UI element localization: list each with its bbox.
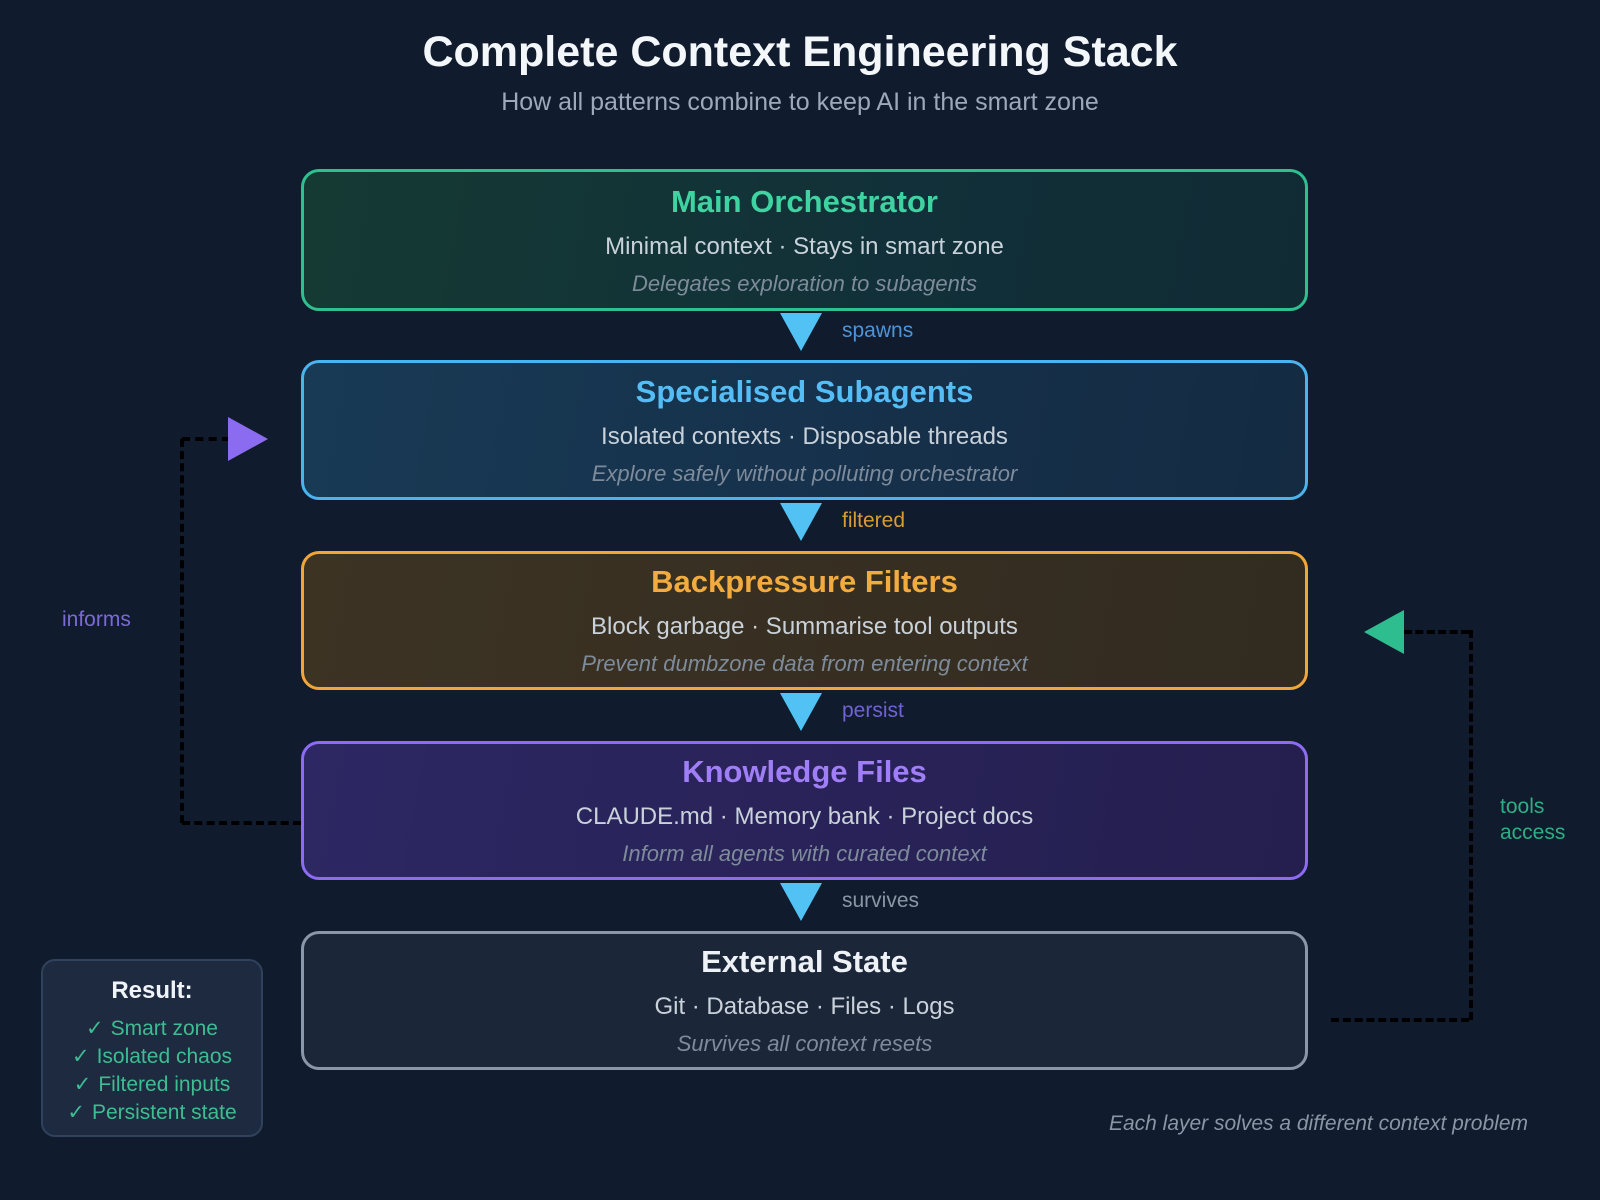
tools-access-connector-line [1331,1018,1469,1022]
down-arrow-icon [780,693,822,731]
layer-title: Specialised Subagents [635,373,974,409]
result-item-label: Isolated chaos [96,1045,233,1068]
check-icon: ✓ [73,1073,92,1096]
informs-connector-line [182,437,230,441]
layer-detail: Survives all context resets [676,1031,933,1056]
layer-detail: Prevent dumbzone data from entering cont… [581,651,1028,676]
down-arrow-icon [780,883,822,921]
check-icon: ✓ [86,1017,104,1040]
flow-label-persist: persist [842,699,904,722]
informs-connector-line [180,439,184,823]
result-panel: Result: ✓Smart zone ✓Isolated chaos ✓Fil… [41,959,263,1137]
layer-title: Main Orchestrator [670,183,938,219]
check-icon: ✓ [67,1101,85,1124]
tools-access-label-line1: tools [1500,795,1545,818]
result-item-label: Persistent state [91,1101,237,1124]
flow-label-survives: survives [842,889,920,912]
down-arrow-icon [780,313,822,351]
tools-access-connector-line [1404,630,1469,634]
result-item-label: Filtered inputs [98,1073,231,1096]
layer-summary: Git · Database · Files · Logs [654,993,955,1020]
layer-summary: Block garbage · Summarise tool outputs [591,613,1018,640]
flow-label-spawns: spawns [842,319,914,342]
check-icon: ✓ [71,1045,90,1068]
layer-specialised-subagents: Specialised Subagents Isolated contexts … [301,360,1308,500]
tools-access-connector-line [1469,630,1473,1020]
tools-access-label: tools access [1500,794,1565,846]
result-title: Result: [111,977,193,1004]
layer-summary: CLAUDE.md · Memory bank · Project docs [575,803,1034,830]
layer-detail: Explore safely without polluting orchest… [591,460,1018,486]
layer-title: Backpressure Filters [651,564,958,599]
flow-label-filtered: filtered [842,509,906,532]
layer-summary: Isolated contexts · Disposable threads [601,422,1008,450]
footnote: Each layer solves a different context pr… [1108,1112,1528,1135]
right-arrowhead-icon [228,417,268,461]
left-arrowhead-icon [1364,610,1404,654]
informs-connector-line [182,821,301,825]
result-item: ✓ Isolated chaos [43,1043,261,1071]
layer-detail: Inform all agents with curated context [622,841,987,866]
page-title: Complete Context Engineering Stack [422,28,1178,76]
result-item: ✓ Filtered inputs [43,1071,261,1099]
layer-summary: Minimal context · Stays in smart zone [605,232,1004,260]
result-item-label: Smart zone [110,1017,218,1040]
layer-detail: Delegates exploration to subagents [632,270,977,296]
down-arrow-icon [780,503,822,541]
layer-title: Knowledge Files [682,754,927,789]
layer-knowledge-files: Knowledge Files CLAUDE.md · Memory bank … [301,741,1308,880]
layer-title: External State [701,944,908,979]
informs-label: informs [62,608,131,631]
page-subtitle: How all patterns combine to keep AI in t… [501,88,1099,116]
result-item: ✓ Persistent state [43,1099,261,1127]
layer-backpressure-filters: Backpressure Filters Block garbage · Sum… [301,551,1308,690]
tools-access-label-line2: access [1500,821,1566,844]
layer-main-orchestrator: Main Orchestrator Minimal context · Stay… [301,169,1308,311]
layer-external-state: External State Git · Database · Files · … [301,931,1308,1070]
result-item: ✓ Smart zone [43,1015,261,1043]
